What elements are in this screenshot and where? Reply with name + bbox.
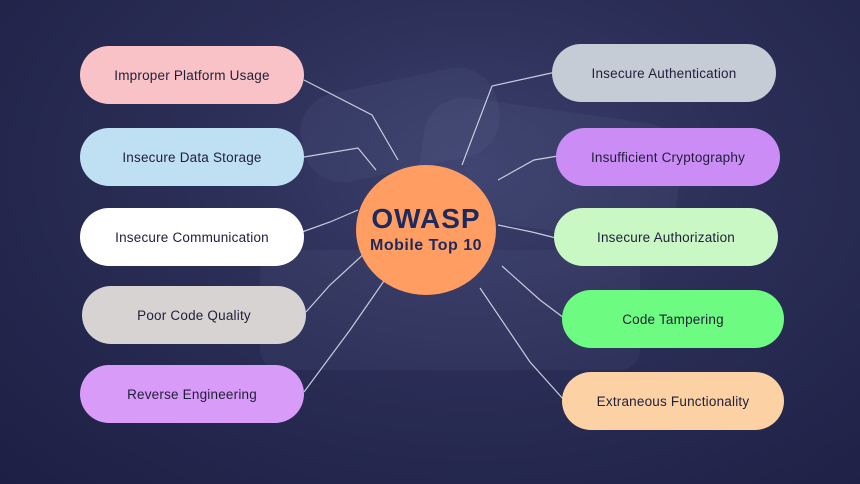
node-label: Insecure Communication bbox=[115, 229, 269, 245]
node-code-tampering: Code Tampering bbox=[562, 290, 784, 348]
connector-line-9 bbox=[479, 287, 565, 401]
node-improper-platform-usage: Improper Platform Usage bbox=[80, 46, 304, 104]
connector-line-2 bbox=[301, 209, 359, 233]
connector-line-8 bbox=[501, 265, 565, 319]
node-insecure-data-storage: Insecure Data Storage bbox=[80, 128, 304, 186]
connector-line-7 bbox=[497, 224, 557, 239]
hub-title: OWASP bbox=[371, 203, 481, 234]
node-label: Reverse Engineering bbox=[127, 386, 257, 402]
node-label: Insufficient Cryptography bbox=[590, 149, 746, 165]
node-poor-code-quality: Poor Code Quality bbox=[82, 286, 306, 344]
connector-line-5 bbox=[461, 71, 557, 166]
connector-line-0 bbox=[303, 79, 399, 161]
node-label: Extraneous Functionality bbox=[596, 393, 750, 409]
node-reverse-engineering: Reverse Engineering bbox=[80, 365, 304, 423]
node-label: Poor Code Quality bbox=[137, 307, 251, 323]
connector-line-3 bbox=[305, 251, 367, 313]
connector-line-6 bbox=[497, 155, 559, 181]
node-insecure-communication: Insecure Communication bbox=[80, 208, 304, 266]
connector-line-1 bbox=[303, 147, 377, 171]
node-label: Code Tampering bbox=[622, 311, 724, 327]
node-insecure-authorization: Insecure Authorization bbox=[554, 208, 778, 266]
hub-subtitle: Mobile Top 10 bbox=[370, 237, 482, 254]
node-insufficient-cryptography: Insufficient Cryptography bbox=[556, 128, 780, 186]
center-hub: OWASP Mobile Top 10 bbox=[356, 165, 496, 295]
connector-line-4 bbox=[303, 277, 387, 393]
node-label: Improper Platform Usage bbox=[114, 67, 270, 83]
node-label: Insecure Data Storage bbox=[122, 149, 262, 165]
node-insecure-authentication: Insecure Authentication bbox=[552, 44, 776, 102]
node-extraneous-functionality: Extraneous Functionality bbox=[562, 372, 784, 430]
node-label: Insecure Authentication bbox=[591, 65, 737, 81]
node-label: Insecure Authorization bbox=[597, 229, 735, 245]
